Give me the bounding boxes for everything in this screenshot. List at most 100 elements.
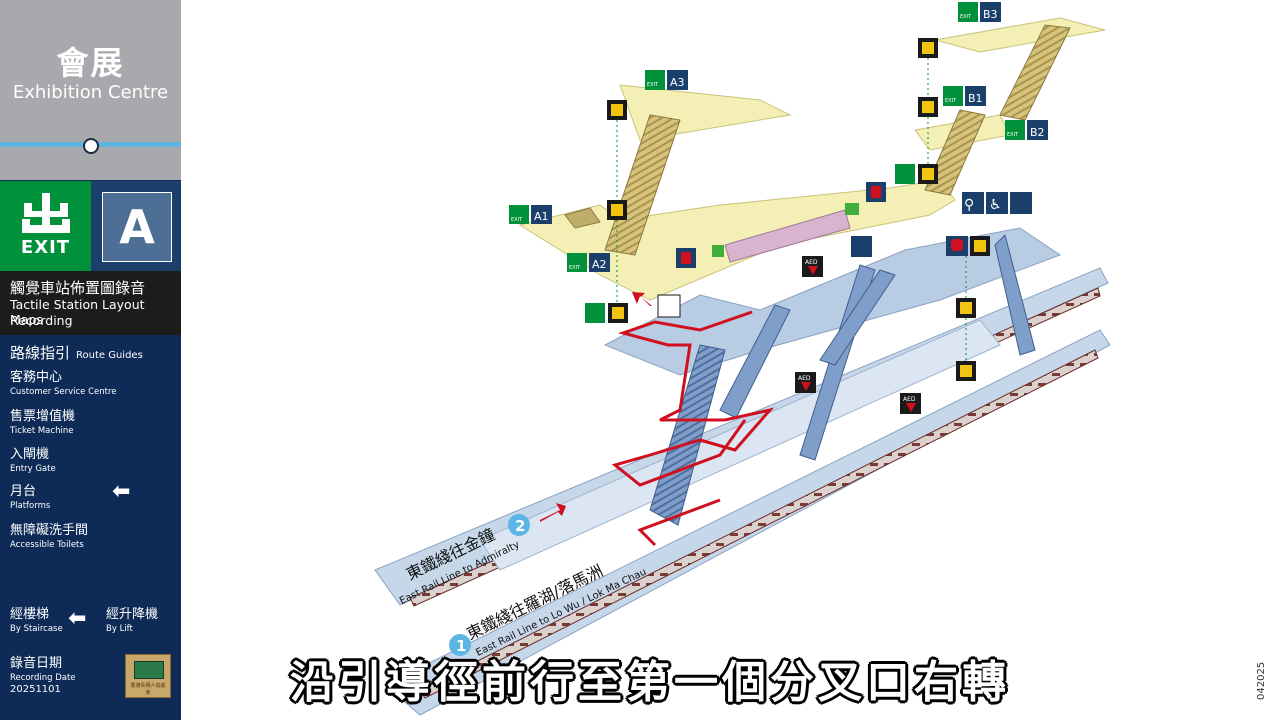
exit-sign: EXIT	[0, 181, 91, 271]
recording-date-en: Recording Date	[10, 673, 76, 683]
stairs-b1	[924, 109, 986, 196]
menu-item-accessible-toilets[interactable]: 無障礙洗手間 Accessible Toilets	[10, 523, 88, 551]
svg-text:♿: ♿	[989, 197, 1002, 213]
aed-icon: AED	[900, 393, 921, 414]
menu-item-zh: 客務中心	[10, 370, 63, 385]
exit-marker-b2: EXIT B2	[1005, 120, 1048, 140]
platform-2-number: 2	[515, 517, 525, 535]
route-guides-zh: 路線指引	[10, 344, 71, 362]
menu-item-en: Customer Service Centre	[10, 387, 117, 397]
exit-marker-b3: EXIT B3	[958, 2, 1001, 22]
exit-letter: A	[102, 192, 172, 262]
svg-text:EXIT: EXIT	[569, 265, 581, 271]
svg-text:EXIT: EXIT	[511, 217, 523, 223]
menu-item-en: Platforms	[10, 501, 51, 511]
exit-marker-a1: EXIT A1	[509, 205, 552, 224]
lift-zh: 經升降機	[106, 607, 159, 622]
station-layout-map: 2 1 東鐵綫往金鐘 East Rail Line to Admiralty 東…	[181, 0, 1280, 720]
svg-text:B3: B3	[983, 8, 998, 21]
menu-item-customer-service[interactable]: 客務中心 Customer Service Centre	[10, 370, 117, 398]
svg-text:AED: AED	[805, 259, 818, 266]
menu-item-zh: 售票增值機	[10, 409, 76, 424]
svg-text:B2: B2	[1030, 126, 1045, 139]
svg-text:EXIT: EXIT	[945, 98, 957, 104]
lift-en: By Lift	[106, 624, 133, 634]
menu-item-entry-gate[interactable]: 入閘機 Entry Gate	[10, 447, 56, 475]
ticket-machine-icon	[866, 182, 886, 202]
svg-text:AED: AED	[798, 375, 811, 382]
by-lift-option[interactable]: 經升降機 By Lift	[106, 607, 158, 635]
sidebar: 會展 Exhibition Centre EXIT A 觸覺車站佈置圖錄音 Ta…	[0, 0, 181, 720]
tactile-guide-path	[611, 310, 775, 487]
exit-marker-a3: EXIT A3	[645, 70, 688, 90]
aed-icon: AED	[802, 256, 823, 277]
toilet-icon: ⚲	[962, 192, 984, 214]
customer-service-icon	[851, 236, 872, 257]
recording-date-zh: 錄音日期	[10, 656, 63, 671]
platform-2-badge	[508, 514, 530, 536]
route-guides-heading: 路線指引 Route Guides	[10, 342, 143, 363]
exit-marker-lift-a	[585, 303, 628, 323]
video-code: 042025	[1256, 661, 1267, 700]
info-icon	[657, 294, 681, 318]
gate-end-right	[845, 203, 859, 215]
station-name-box: 會展 Exhibition Centre	[0, 0, 181, 180]
tactile-guide-path-lower	[637, 498, 721, 547]
svg-text:A1: A1	[534, 210, 549, 223]
direction-arrow	[540, 503, 566, 522]
station-name-zh: 會展	[56, 44, 125, 82]
aed-icon: AED	[795, 372, 816, 393]
stairs-a1	[564, 207, 601, 229]
menu-item-zh: 無障礙洗手間	[10, 523, 89, 538]
station-dot	[83, 138, 99, 154]
svg-text:B1: B1	[968, 92, 983, 105]
ticket-machine-icon	[676, 248, 696, 268]
platform-1	[384, 329, 1111, 716]
by-staircase-option[interactable]: 經樓梯 By Staircase	[10, 607, 63, 635]
accessible-icon: ♿	[986, 192, 1008, 214]
lift-icon	[607, 38, 990, 381]
baby-care-icon	[1010, 192, 1032, 214]
menu-item-zh: 入閘機	[10, 447, 50, 462]
menu-item-ticket-machine[interactable]: 售票增值機 Ticket Machine	[10, 409, 75, 437]
platform-1-number: 1	[456, 637, 466, 655]
logo-screen-shape	[134, 661, 164, 679]
menu-item-platforms[interactable]: 月台 Platforms	[10, 484, 50, 512]
exit-marker-a2: EXIT A2	[567, 253, 610, 272]
svg-text:EXIT: EXIT	[1007, 132, 1019, 138]
recording-date-value: 20251101	[10, 684, 61, 695]
title-en-line2: Recording	[10, 313, 73, 328]
association-logo: 香港失明人協進會	[125, 654, 171, 698]
entry-gates	[724, 209, 851, 263]
escalator-cross-2	[819, 269, 896, 366]
subtitle-caption: 沿引導徑前行至第一個分叉口右轉	[290, 657, 1010, 708]
exit-letter-box: A	[91, 181, 181, 271]
recording-date: 錄音日期 Recording Date 20251101	[10, 656, 76, 696]
exit-word: EXIT	[20, 237, 71, 258]
menu-item-zh: 月台	[10, 484, 37, 499]
start-arrow	[632, 292, 652, 306]
svg-text:AED: AED	[903, 396, 916, 403]
station-name-en: Exhibition Centre	[12, 82, 169, 103]
svg-text:A3: A3	[670, 76, 685, 89]
exit-marker-b1: EXIT B1	[943, 86, 986, 106]
train-service-icon	[946, 236, 968, 256]
tactile-title: 觸覺車站佈置圖錄音 Tactile Station Layout Maps Re…	[0, 271, 181, 335]
arrow-left-icon: ⬅	[112, 479, 131, 504]
exit-icon	[22, 193, 70, 233]
platform-1-badge	[449, 634, 471, 656]
svg-text:⚲: ⚲	[964, 197, 974, 213]
svg-text:A2: A2	[592, 258, 607, 271]
escalator-middle	[719, 304, 791, 419]
title-zh: 觸覺車站佈置圖錄音	[10, 279, 146, 297]
stairs-b3	[999, 24, 1071, 121]
route-guides-en: Route Guides	[76, 350, 143, 361]
staircase-en: By Staircase	[10, 624, 63, 634]
svg-text:EXIT: EXIT	[960, 14, 972, 20]
logo-text: 香港失明人協進會	[130, 683, 166, 696]
gate-end-left	[712, 245, 724, 257]
title-en-line1: Tactile Station Layout Maps	[10, 297, 145, 327]
menu-item-en: Entry Gate	[10, 464, 56, 474]
exit-marker-lift-b	[895, 164, 938, 184]
menu-item-en: Accessible Toilets	[10, 540, 84, 550]
